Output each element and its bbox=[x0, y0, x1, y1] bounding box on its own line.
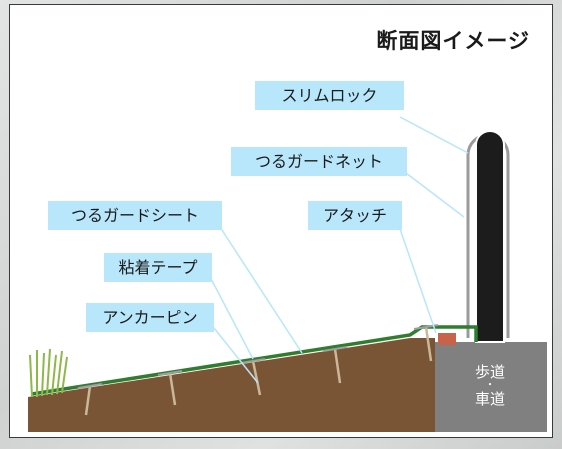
label-attach: アタッチ bbox=[308, 201, 402, 230]
adhesive-tape-mark bbox=[77, 383, 103, 389]
label-adhesive-tape: 粘着テープ bbox=[104, 253, 212, 282]
road-label-dot: ・ bbox=[485, 380, 495, 391]
anchor-pin bbox=[251, 360, 262, 396]
anchor-pin bbox=[424, 326, 433, 362]
adhesive-tape-mark bbox=[322, 346, 348, 352]
cross-section-illustration bbox=[28, 116, 547, 432]
label-vine-guard-sheet: つるガードシート bbox=[48, 201, 222, 230]
diagram-panel: 断面図イメージ スリムロック つるガードネット つるガードシート アタッチ 粘着… bbox=[9, 4, 553, 438]
road-block bbox=[435, 342, 547, 432]
soil-slope bbox=[28, 338, 435, 432]
leader-guard-sheet bbox=[219, 226, 303, 354]
attach-bracket bbox=[438, 333, 456, 345]
road-label-roadway: 車道 bbox=[474, 390, 505, 408]
leader-lines bbox=[207, 116, 469, 384]
label-slim-lock: スリムロック bbox=[255, 81, 404, 110]
leader-slim-lock bbox=[399, 116, 469, 154]
road-label: 歩道 ・ 車道 bbox=[435, 363, 545, 409]
anchor-pins bbox=[84, 326, 433, 416]
leader-anchor-pin bbox=[209, 322, 259, 384]
adhesive-tape-mark bbox=[157, 370, 183, 376]
anchor-pin bbox=[168, 372, 177, 406]
adhesive-tape-mark bbox=[240, 358, 266, 364]
slim-lock-post bbox=[475, 130, 505, 343]
grass-tuft bbox=[29, 348, 68, 398]
label-vine-guard-net: つるガードネット bbox=[231, 147, 407, 176]
anchor-pin bbox=[84, 385, 92, 416]
leader-guard-net bbox=[405, 172, 465, 218]
leader-adhesive-tape bbox=[207, 272, 254, 360]
label-anchor-pin: アンカーピン bbox=[86, 303, 214, 332]
leader-attach bbox=[399, 228, 437, 334]
anchor-pin bbox=[333, 348, 342, 384]
diagram-title: 断面図イメージ bbox=[376, 29, 530, 53]
road-label-sidewalk: 歩道 bbox=[474, 363, 505, 381]
